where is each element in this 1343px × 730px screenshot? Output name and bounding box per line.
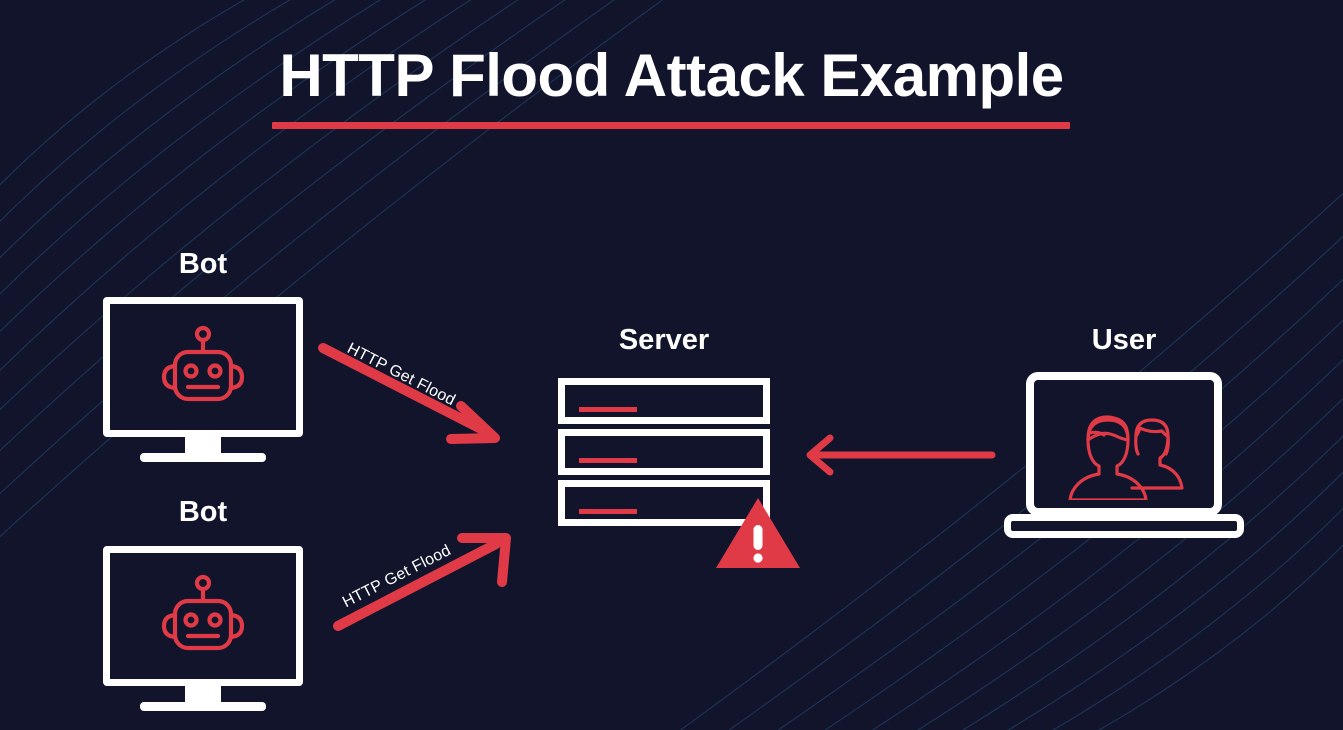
flow-arrow-bot-bottom-to-server xyxy=(333,533,511,631)
flow-arrow-user-to-server xyxy=(806,434,996,476)
title-underline-accent xyxy=(272,122,1070,129)
laptop-base xyxy=(1004,514,1244,538)
server-rack-unit xyxy=(558,480,770,526)
laptop-screen-lid xyxy=(1026,372,1222,516)
bot-top-monitor-icon xyxy=(103,297,303,465)
page-title: HTTP Flood Attack Example xyxy=(279,42,1064,109)
robot-icon xyxy=(161,574,245,651)
bot-bottom-label: Bot xyxy=(178,496,228,528)
robot-icon xyxy=(161,325,245,402)
server-label: Server xyxy=(618,324,710,356)
bot-bottom-monitor-icon xyxy=(103,546,303,714)
rack-indicator-dash xyxy=(579,407,637,412)
server-rack-unit xyxy=(558,429,770,475)
server-rack-icon xyxy=(558,378,770,526)
bot-top-label: Bot xyxy=(178,248,228,280)
flow-label-http-get-flood-top: HTTP Get Flood xyxy=(344,340,459,410)
warning-triangle-icon xyxy=(716,498,800,568)
user-laptop-icon xyxy=(1004,372,1244,542)
rack-indicator-dash xyxy=(579,458,637,463)
monitor-screen-frame xyxy=(103,546,303,686)
two-people-icon xyxy=(1068,415,1184,500)
monitor-screen-frame xyxy=(103,297,303,437)
flow-label-http-get-flood-bottom: HTTP Get Flood xyxy=(340,541,454,612)
rack-indicator-dash xyxy=(579,509,637,514)
monitor-stand-base xyxy=(140,702,266,711)
monitor-stand-neck xyxy=(185,686,221,704)
monitor-stand-neck xyxy=(185,437,221,455)
server-rack-unit xyxy=(558,378,770,424)
monitor-stand-base xyxy=(140,453,266,462)
title-block: HTTP Flood Attack Example xyxy=(0,44,1343,107)
user-label: User xyxy=(1091,324,1157,356)
